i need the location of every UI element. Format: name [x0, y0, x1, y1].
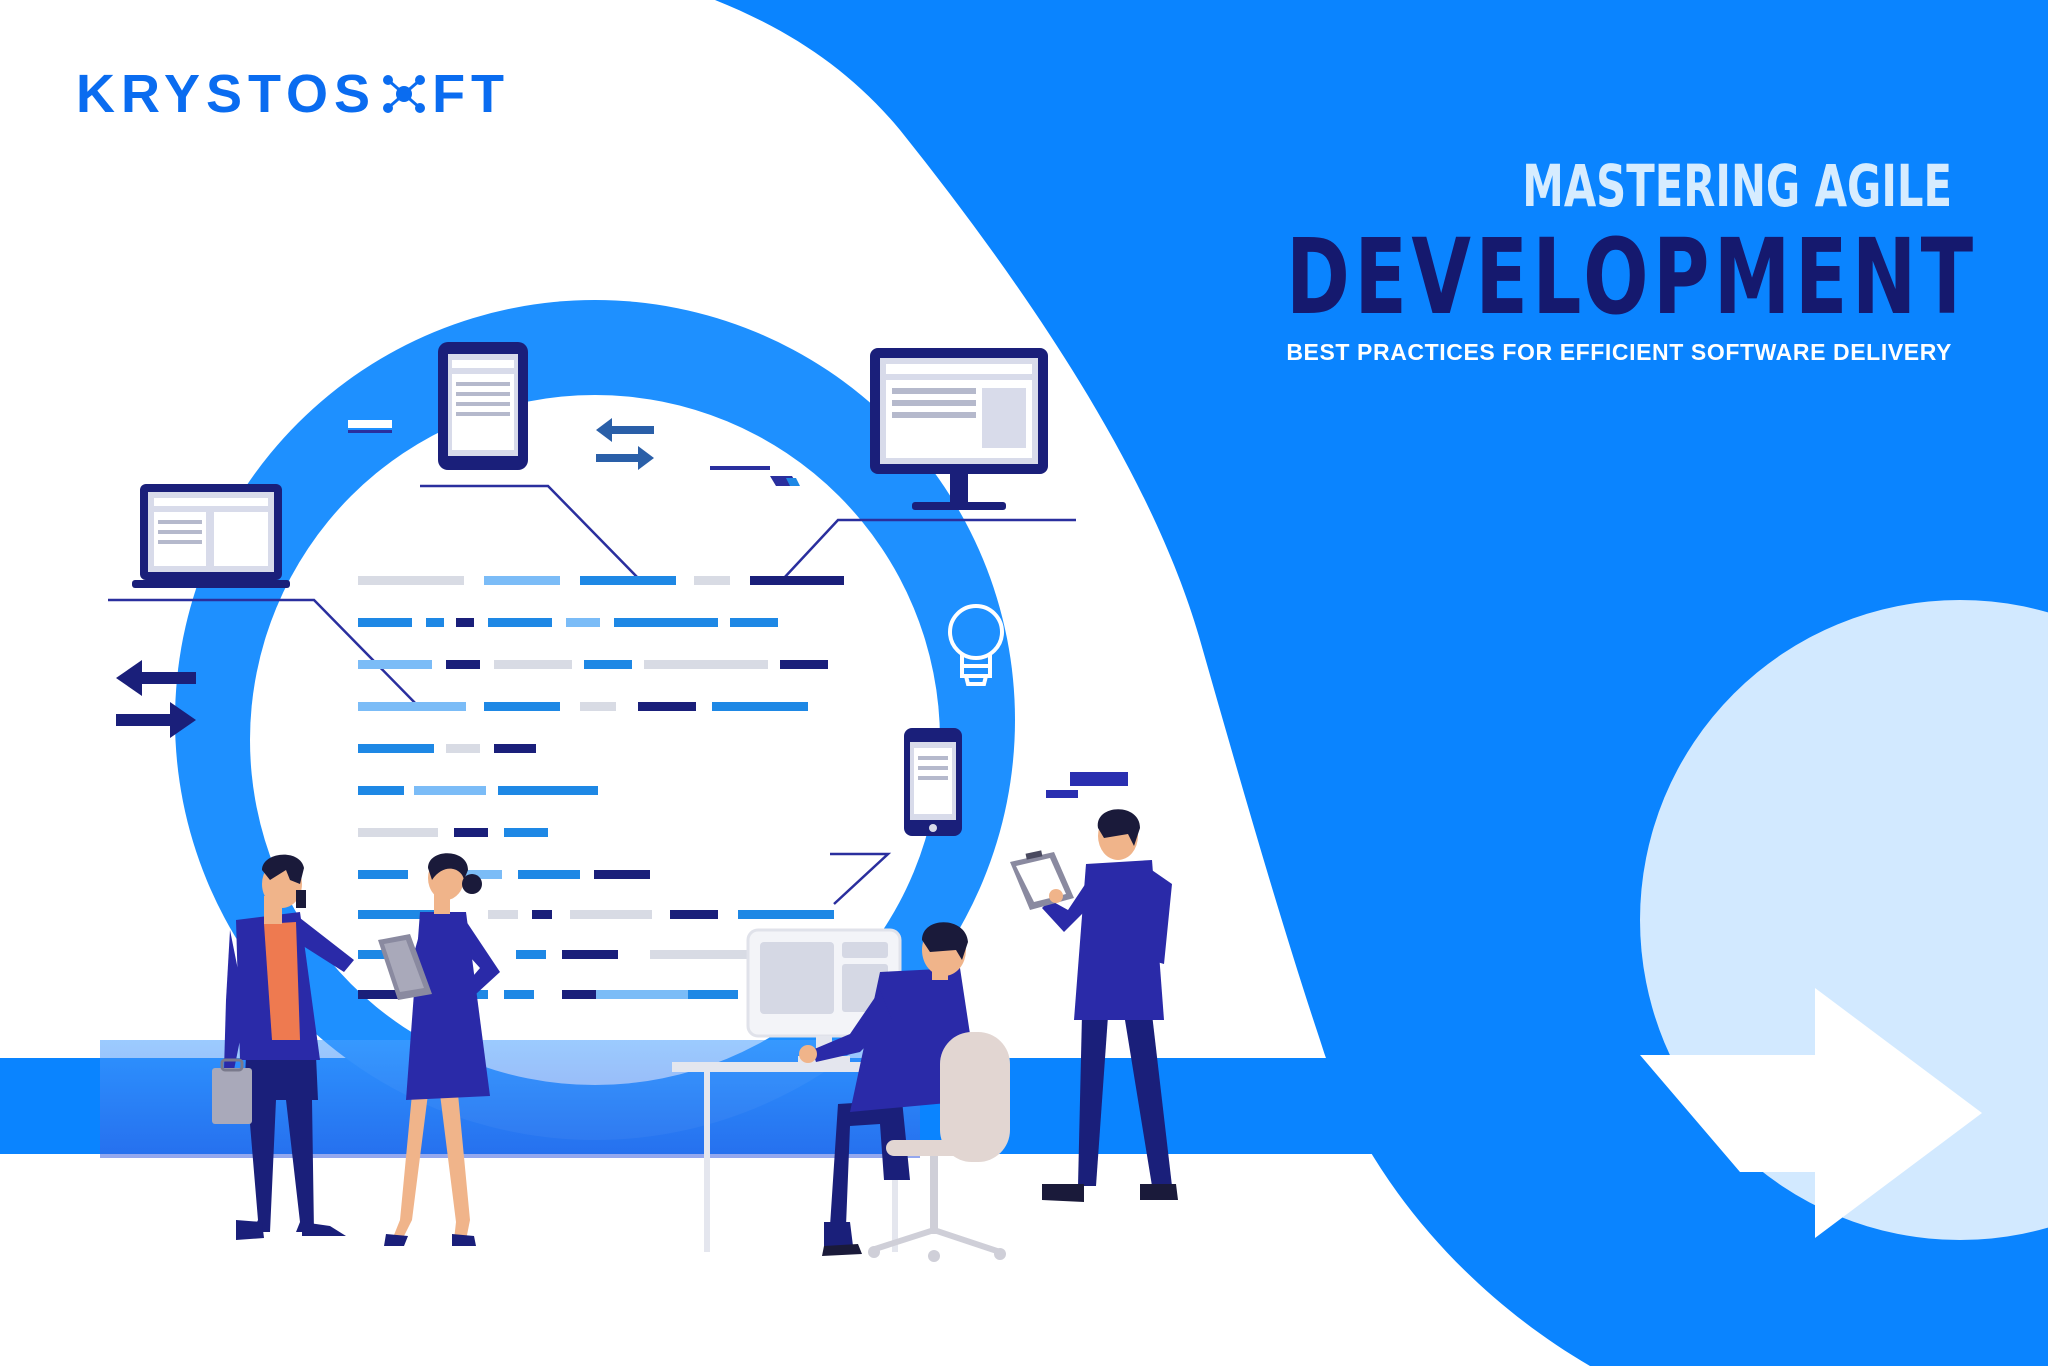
woman-with-tablet: [378, 853, 500, 1246]
clipboard-icon: [1010, 850, 1074, 910]
brand-logo[interactable]: KRYSTOS FT: [76, 64, 510, 124]
right-arrow-icon: [1640, 988, 1982, 1238]
lightbulb-icon: [948, 604, 1004, 686]
swap-arrows-icon: [116, 660, 196, 738]
swap-arrows-icon: [596, 418, 654, 470]
man-with-briefcase: [212, 854, 354, 1240]
brand-name-part-1: KRYSTOS: [76, 64, 377, 124]
seated-man: [799, 922, 1010, 1262]
headline-line-1: MASTERING AGILE: [1522, 152, 1952, 220]
chart-icon: [1046, 738, 1128, 798]
code-lines: [358, 576, 844, 999]
connector-lines: [108, 484, 1076, 905]
briefcase-icon: [212, 1058, 252, 1124]
desktop-monitor-icon: [870, 348, 1048, 510]
brand-name-part-2: FT: [432, 64, 511, 124]
smartphone-icon: [904, 728, 962, 836]
headline-block: MASTERING AGILE DEVELOPMENT BEST PRACTIC…: [1052, 150, 1978, 372]
subheadline: BEST PRACTICES FOR EFFICIENT SOFTWARE DE…: [1286, 339, 1952, 365]
office-chair-icon: [868, 1032, 1010, 1262]
tablet-icon: [438, 342, 528, 470]
molecule-network-icon: [378, 64, 430, 124]
standing-man-with-clipboard: [1010, 809, 1178, 1202]
desktop-monitor-icon: [746, 928, 902, 1062]
laptop-icon: [132, 484, 290, 588]
headline-line-2: DEVELOPMENT: [1286, 216, 1978, 338]
